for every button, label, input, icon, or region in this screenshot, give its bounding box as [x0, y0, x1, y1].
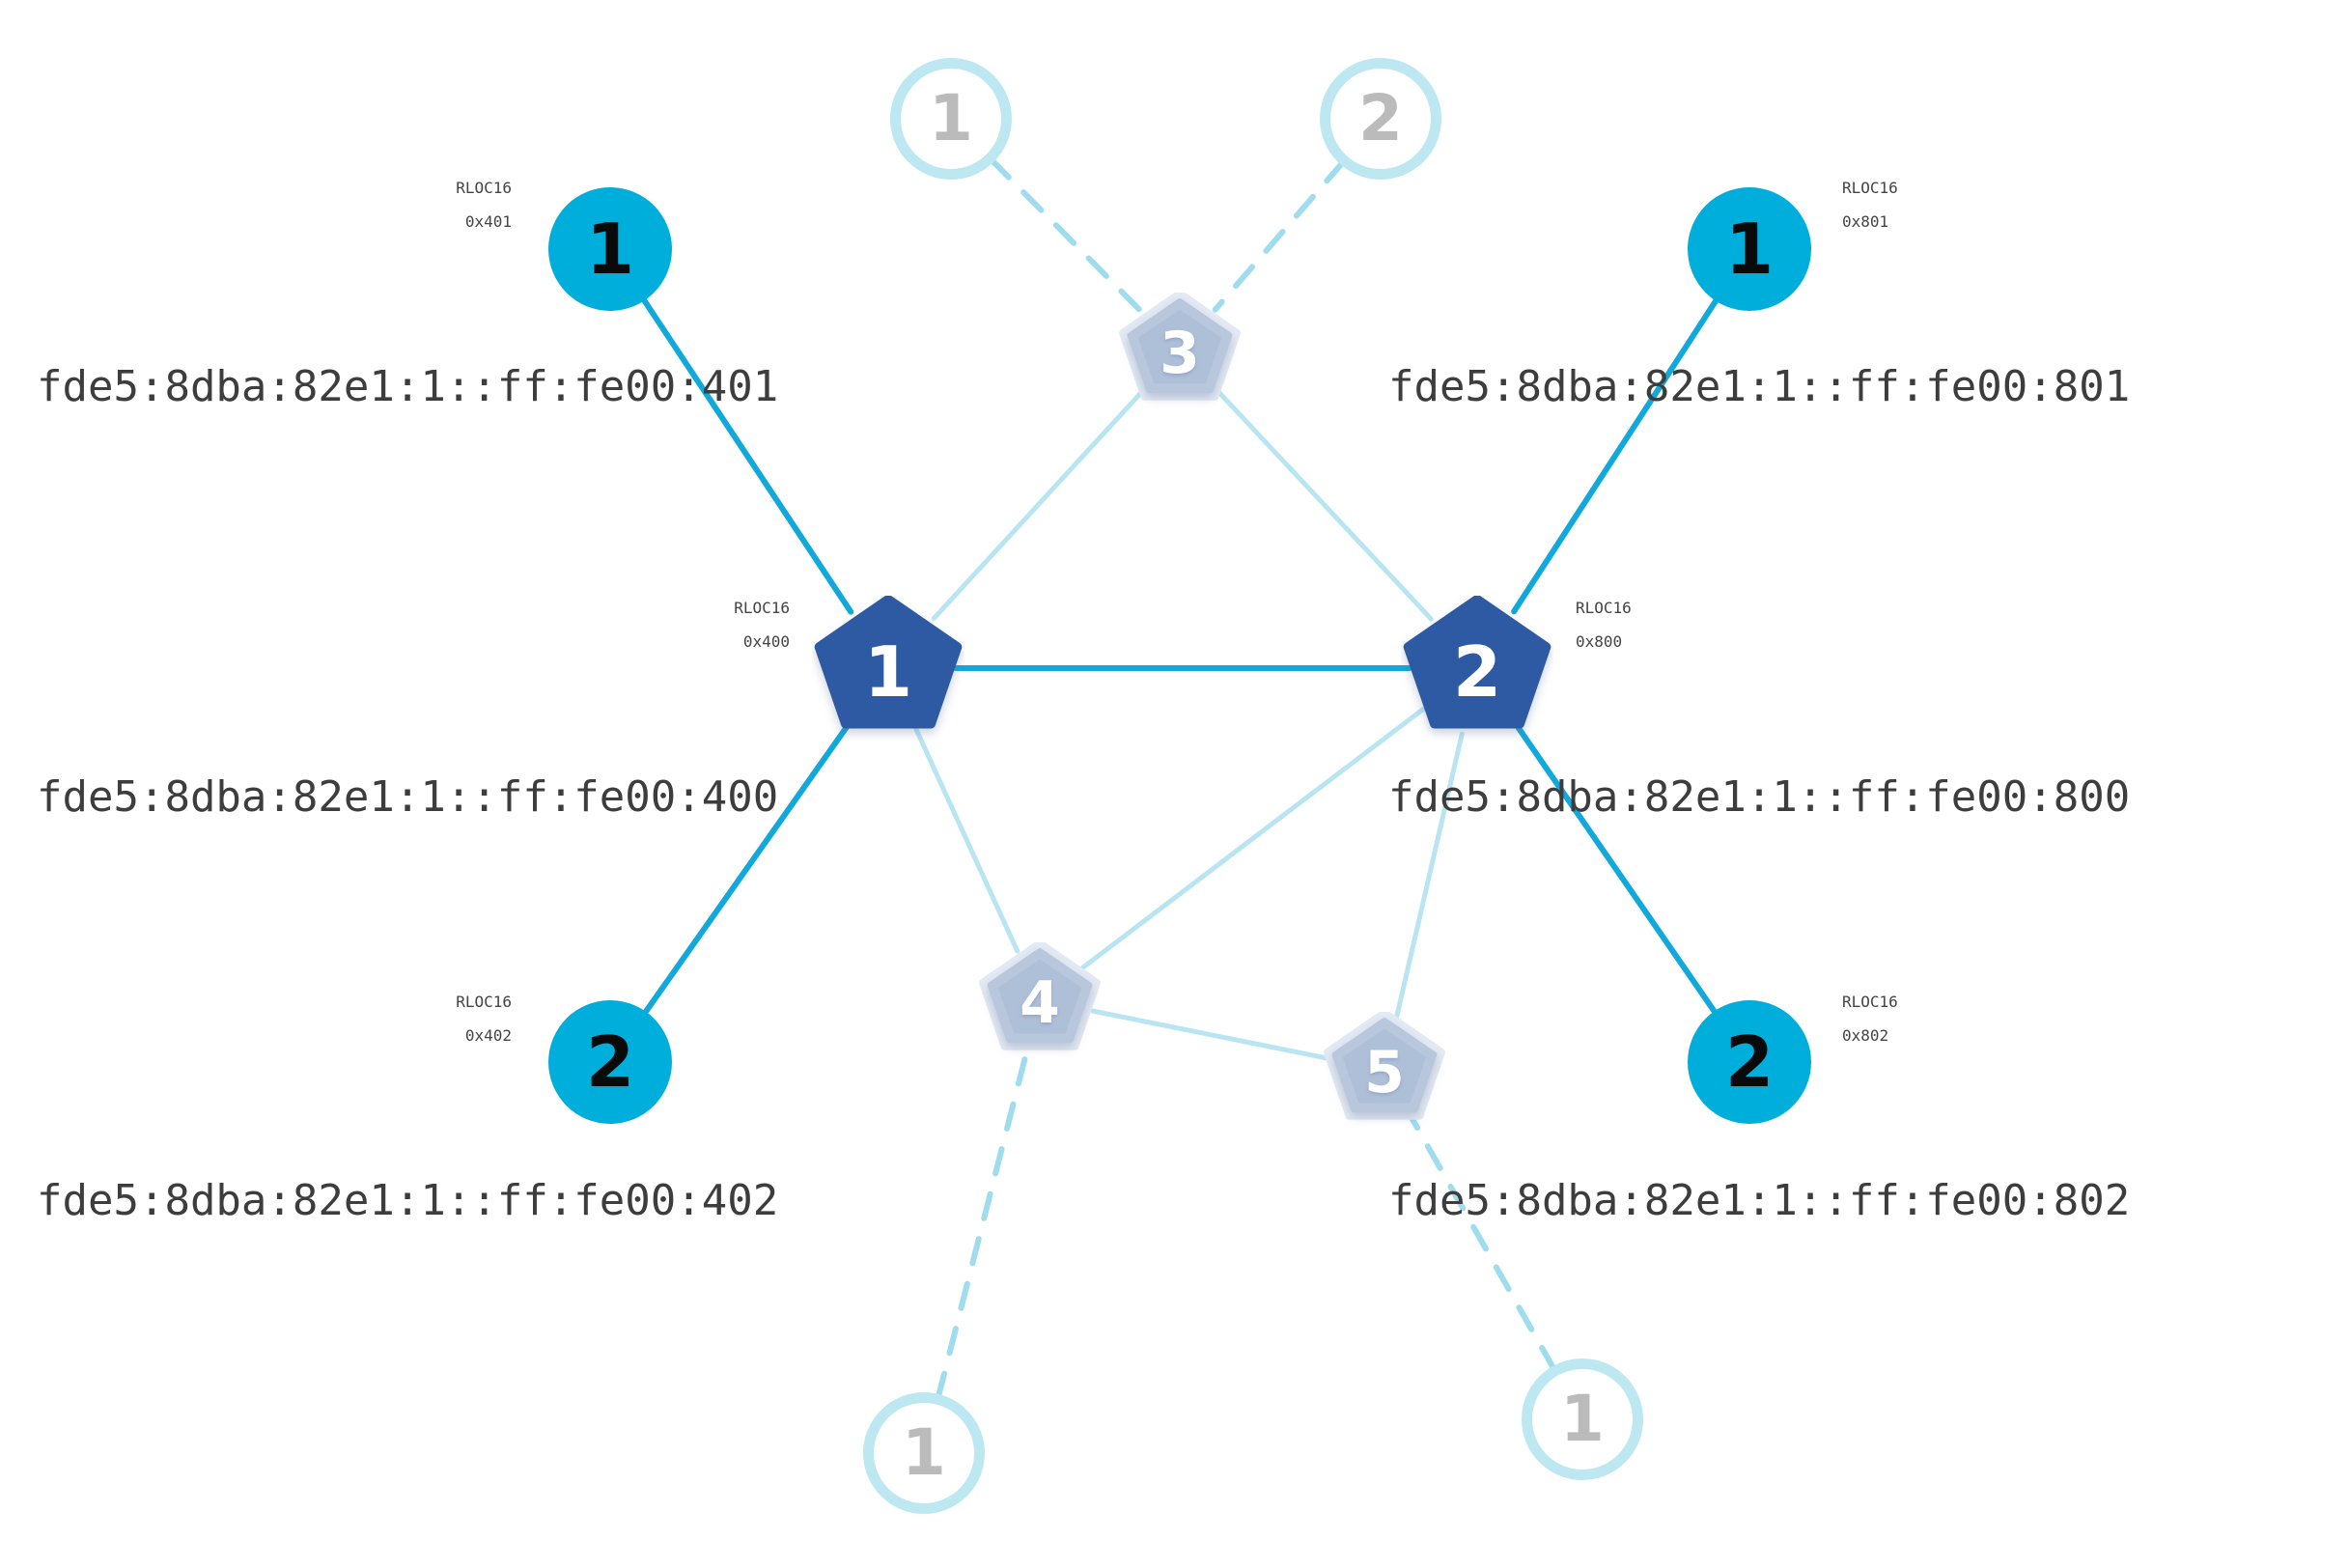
rloc16-caption-c801: RLOC16	[1842, 179, 1898, 197]
node-number-label: 2	[585, 1022, 635, 1103]
child-circle-body: 1	[548, 187, 672, 311]
child-circle-body: 2	[548, 1000, 672, 1124]
link-p4-p5	[1090, 1008, 1334, 1062]
pentagon-body: 2	[1401, 596, 1553, 741]
node-r800[interactable]: 2	[1401, 596, 1553, 741]
pentagon-shape	[1403, 596, 1551, 729]
node-number-label: 1	[585, 209, 635, 290]
pentagon-body: 3	[1119, 293, 1241, 408]
link-g1-p3	[988, 155, 1145, 316]
rloc16-caption-c802: RLOC16	[1842, 993, 1898, 1011]
node-number-label: 1	[902, 1415, 946, 1490]
node-c801[interactable]: 1	[1688, 187, 1811, 311]
node-g3[interactable]: 1	[863, 1392, 985, 1514]
rloc16-value-r800: 0x800	[1576, 632, 1623, 651]
pentagon-shape	[1119, 293, 1241, 401]
link-p4-r800	[1080, 706, 1426, 970]
rloc16-caption-r800: RLOC16	[1576, 599, 1632, 617]
link-p3-r800	[1214, 387, 1434, 622]
node-number-label: 2	[1452, 631, 1502, 713]
rloc16-caption-r400: RLOC16	[734, 599, 790, 617]
rloc16-value-c801: 0x801	[1842, 212, 1889, 231]
link-c802-r800	[1512, 720, 1719, 1018]
node-c402[interactable]: 2	[548, 1000, 672, 1124]
node-number-label: 4	[1020, 969, 1060, 1037]
node-p3[interactable]: 3	[1119, 293, 1241, 408]
link-g2-p3	[1212, 158, 1347, 313]
node-p5[interactable]: 5	[1324, 1012, 1445, 1128]
link-p5-r800	[1394, 731, 1465, 1020]
ipv6-address-r400: fde5:8dba:82e1:1::ff:fe00:400	[37, 772, 779, 822]
rloc16-value-c401: 0x401	[464, 212, 512, 231]
node-g2[interactable]: 2	[1320, 58, 1441, 180]
ghost-circle-body: 2	[1320, 58, 1441, 180]
pentagon-body: 5	[1324, 1012, 1445, 1128]
pentagon-shape	[814, 596, 963, 729]
node-p4[interactable]: 4	[979, 942, 1101, 1058]
link-r400-p4	[913, 727, 1020, 954]
node-number-label: 5	[1364, 1039, 1405, 1106]
link-g4-p5	[1408, 1113, 1557, 1373]
rloc16-value-r400: 0x400	[742, 632, 790, 651]
link-c401-r400	[639, 294, 854, 615]
pentagon-body: 1	[812, 596, 964, 741]
node-g1[interactable]: 1	[890, 58, 1012, 180]
link-g3-p4	[935, 1050, 1030, 1401]
rloc16-value-c402: 0x402	[464, 1026, 512, 1045]
ghost-circle-body: 1	[890, 58, 1012, 180]
ipv6-address-c401: fde5:8dba:82e1:1::ff:fe00:401	[37, 362, 779, 411]
node-number-label: 2	[1724, 1022, 1775, 1103]
pentagon-body: 4	[979, 942, 1101, 1058]
ghost-circle-body: 1	[1522, 1358, 1643, 1480]
ipv6-address-c801: fde5:8dba:82e1:1::ff:fe00:801	[1388, 362, 2131, 411]
node-number-label: 1	[1560, 1382, 1605, 1456]
node-number-label: 3	[1160, 320, 1200, 387]
rloc16-value-c802: 0x802	[1842, 1026, 1889, 1045]
link-c801-r800	[1511, 294, 1721, 615]
rloc16-caption-c401: RLOC16	[456, 179, 512, 197]
ghost-circle-body: 1	[863, 1392, 985, 1514]
ipv6-address-r800: fde5:8dba:82e1:1::ff:fe00:800	[1388, 772, 2131, 822]
node-number-label: 1	[863, 631, 913, 713]
ipv6-address-c802: fde5:8dba:82e1:1::ff:fe00:802	[1388, 1176, 2131, 1225]
child-circle-body: 1	[1688, 187, 1811, 311]
node-g4[interactable]: 1	[1522, 1358, 1643, 1480]
node-number-label: 1	[929, 81, 973, 155]
node-r400[interactable]: 1	[812, 596, 964, 741]
pentagon-shape	[1324, 1012, 1445, 1120]
rloc16-caption-c402: RLOC16	[456, 993, 512, 1011]
node-c802[interactable]: 2	[1688, 1000, 1811, 1124]
link-r400-p3	[931, 387, 1146, 621]
ipv6-address-c402: fde5:8dba:82e1:1::ff:fe00:402	[37, 1176, 779, 1225]
child-circle-body: 2	[1688, 1000, 1811, 1124]
pentagon-shape	[979, 942, 1101, 1050]
link-c402-r400	[640, 720, 853, 1018]
node-number-label: 2	[1358, 81, 1403, 155]
node-c401[interactable]: 1	[548, 187, 672, 311]
node-number-label: 1	[1724, 209, 1775, 290]
